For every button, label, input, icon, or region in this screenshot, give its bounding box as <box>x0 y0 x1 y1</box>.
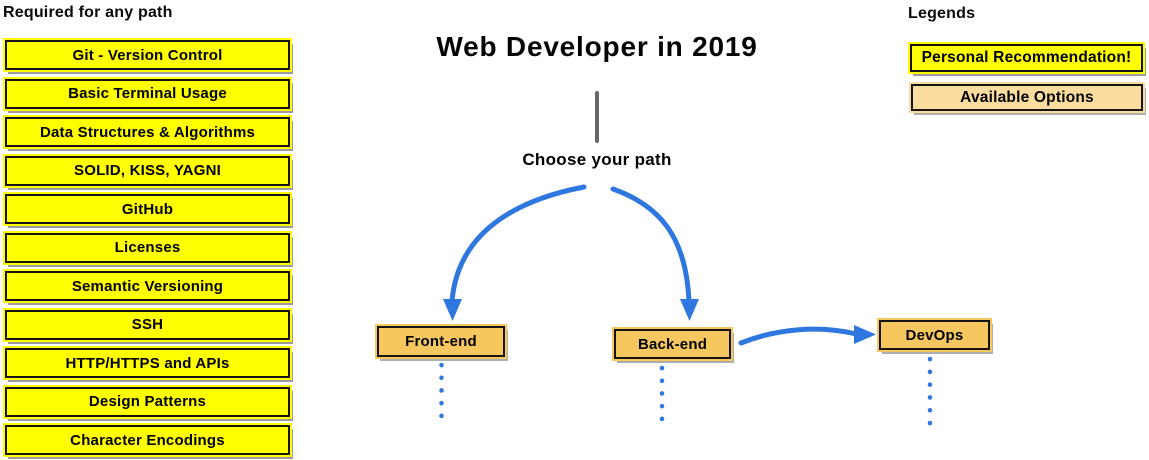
required-section: Git - Version Control Basic Terminal Usa… <box>5 40 290 455</box>
arrowhead-backend <box>680 299 699 321</box>
legend-personal-recommendation: Personal Recommendation! <box>910 44 1143 72</box>
required-section-header: Required for any path <box>3 4 173 21</box>
required-item-design-patterns: Design Patterns <box>5 386 290 417</box>
arrowhead-frontend <box>443 299 462 321</box>
arrow-to-frontend <box>449 184 587 304</box>
required-item-ssh: SSH <box>5 309 290 340</box>
required-item-terminal: Basic Terminal Usage <box>5 78 290 109</box>
required-item-character-encodings: Character Encodings <box>5 425 290 455</box>
path-box-frontend: Front-end <box>377 326 505 357</box>
choose-your-path-label: Choose your path <box>522 150 672 169</box>
required-item-github: GitHub <box>5 194 290 224</box>
required-item-semantic-versioning: Semantic Versioning <box>5 271 290 301</box>
required-item-licenses: Licenses <box>5 232 290 263</box>
required-item-solid-kiss-yagni: SOLID, KISS, YAGNI <box>5 155 290 186</box>
arrow-backend-to-devops <box>738 326 859 346</box>
page-title: Web Developer in 2019 <box>436 31 758 62</box>
path-box-backend: Back-end <box>614 329 731 359</box>
required-item-http-apis: HTTP/HTTPS and APIs <box>5 348 290 378</box>
required-item-git: Git - Version Control <box>5 40 290 70</box>
required-item-data-structures: Data Structures & Algorithms <box>5 117 290 147</box>
path-box-devops: DevOps <box>879 320 990 350</box>
arrowhead-devops <box>854 325 876 344</box>
legend-available-options: Available Options <box>911 84 1143 111</box>
legends-header: Legends <box>908 5 976 22</box>
arrow-to-backend <box>610 186 692 304</box>
